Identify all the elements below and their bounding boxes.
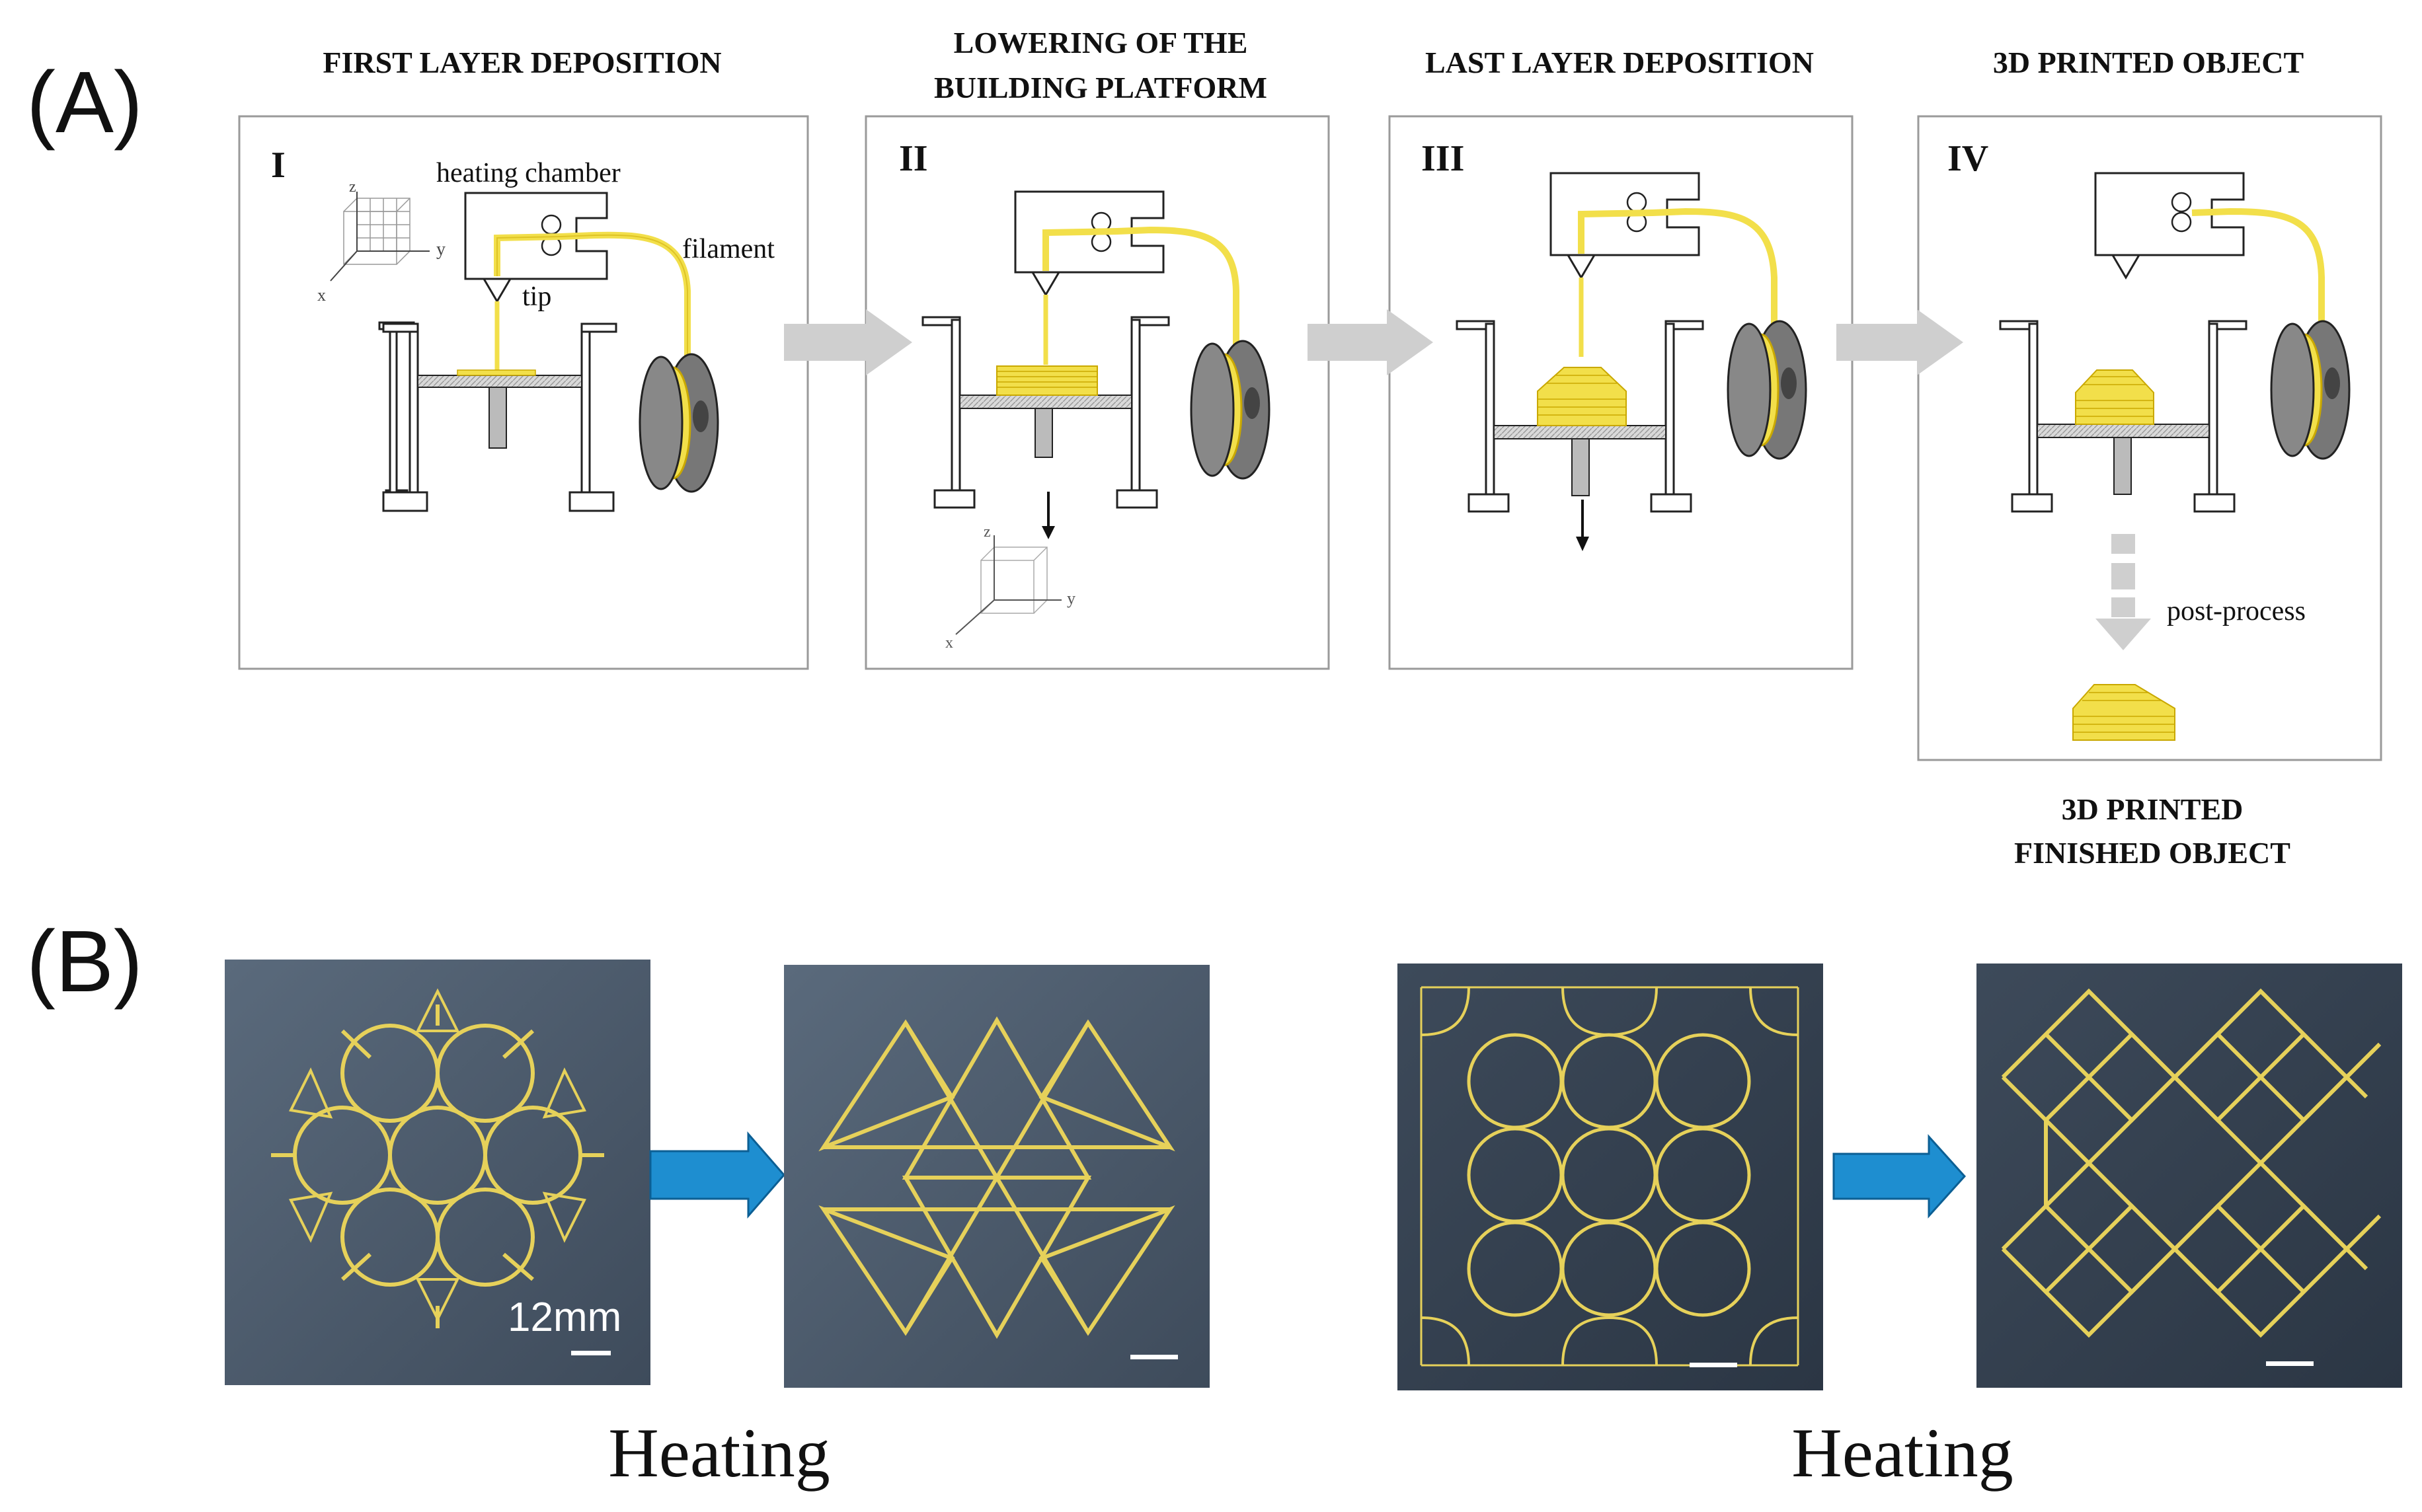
printer-step-3 [1456,172,1807,551]
finished-object [2072,684,2175,741]
step-2-title-line-1: LOWERING OF THE [954,26,1248,59]
axis-z-label: z [349,178,356,196]
photo-star-lattice [784,965,1210,1388]
axes-icon [330,192,430,282]
process-arrow-1 [784,309,912,375]
heating-label-left: Heating [608,1414,830,1492]
printed-object [2075,369,2154,425]
finished-label-line-2: FINISHED OBJECT [2014,836,2290,870]
heating-arrow-2 [1832,1134,1967,1219]
post-process-arrow [2095,534,2151,650]
axis-y-label: y [436,239,446,260]
photo-circle-lattice-hex: 12mm [225,960,650,1385]
step-1-numeral: I [271,145,286,186]
process-arrow-2 [1308,309,1433,375]
filament-spool [2270,320,2351,460]
axes-icon [955,535,1062,635]
axis-z-label: z [984,523,991,541]
step-3-title: LAST LAYER DEPOSITION [1425,46,1814,79]
printed-layers [996,365,1098,396]
step-1-title: FIRST LAYER DEPOSITION [323,46,721,79]
scale-bar-label: 12mm [508,1295,621,1340]
filament-label: filament [682,234,775,264]
printer-step-2: z y x [921,190,1270,652]
step-3-numeral: III [1421,138,1464,179]
photo-diamond-lattice [1976,964,2402,1388]
panel-b-label: (B) [26,913,143,1010]
post-process-label: post-process [2167,596,2306,626]
tip-label: tip [522,282,551,312]
heating-arrow-1 [649,1131,785,1219]
build-platform [417,375,582,388]
printer-step-4: post-process [1999,172,2351,741]
heating-chamber-label: heating chamber [436,158,621,188]
finished-label-line-1: 3D PRINTED [2062,792,2244,826]
step-2-numeral: II [899,138,928,179]
photo-circle-lattice-square [1397,964,1823,1390]
heating-chamber [2094,172,2245,256]
heating-label-right: Heating [1791,1414,2013,1492]
step-4-title: 3D PRINTED OBJECT [1993,46,2304,79]
step-4-numeral: IV [1947,138,1988,179]
nozzle-tip [482,278,512,303]
step-2-title-line-2: BUILDING PLATFORM [934,71,1267,104]
axis-x-label: x [317,285,326,305]
axis-x-label: x [945,634,953,652]
filament-spool [639,353,719,493]
process-arrow-3 [1836,309,1963,375]
axis-y-label: y [1067,589,1075,608]
filament-spool [1190,340,1270,480]
roller-icon [541,214,562,235]
printed-object [1537,367,1627,426]
filament-spool [1727,320,1807,460]
panel-a-label: (A) [26,54,143,151]
printer-step-1: z y x heating chamber filament tip [317,158,775,512]
printed-layer [457,369,536,376]
